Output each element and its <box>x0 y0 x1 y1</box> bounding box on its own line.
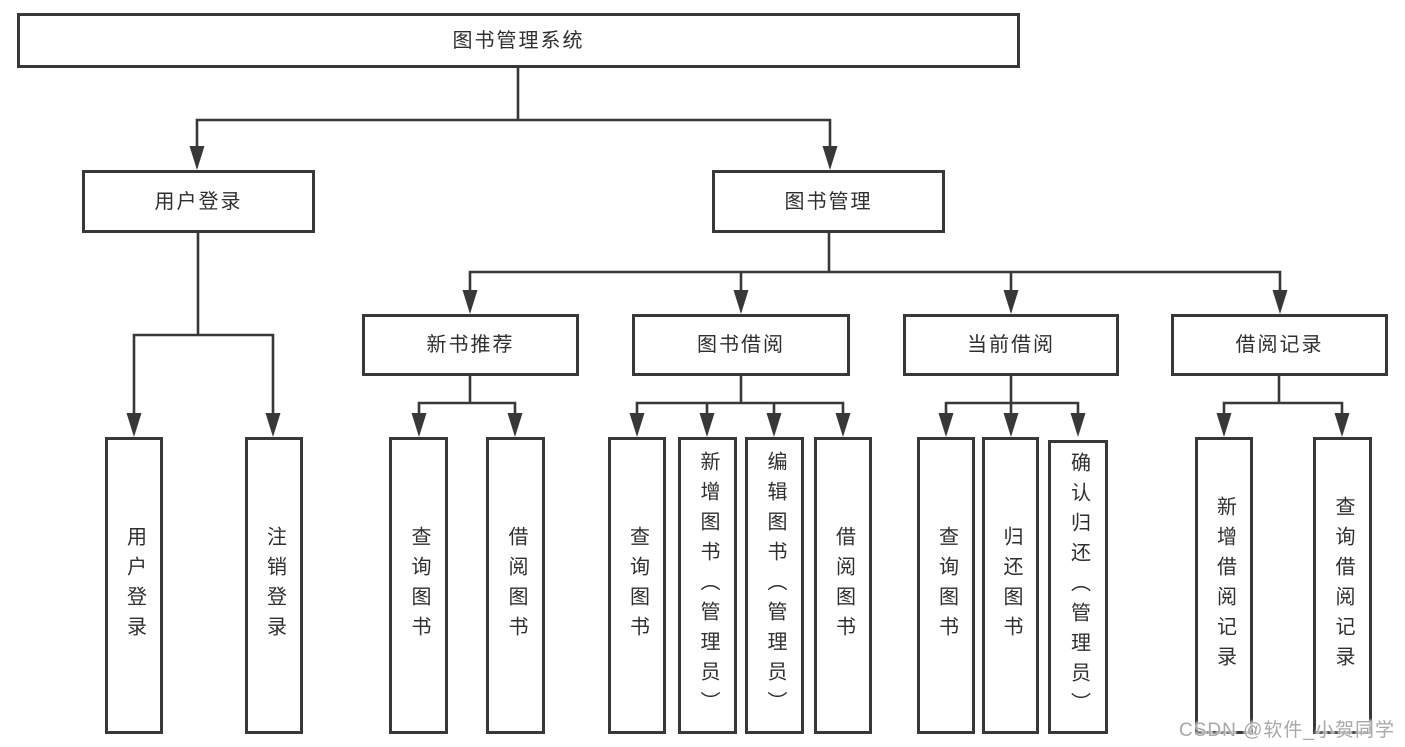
node-root: 图书管理系统 <box>17 13 1020 68</box>
leaf-return-book-label: 归还图书 <box>1000 525 1022 646</box>
leaf-borrow-books-recommend-label: 借阅图书 <box>505 525 527 646</box>
leaf-query-books-recommend: 查询图书 <box>389 437 448 734</box>
node-user-login-label: 用户登录 <box>154 190 243 213</box>
leaf-query-books-borrow-label: 查询图书 <box>626 525 649 646</box>
leaf-add-borrow-record-label: 新增借阅记录 <box>1213 495 1236 676</box>
leaf-borrow-books-borrow: 借阅图书 <box>814 437 872 734</box>
leaf-add-book-admin: 新增图书（管理员） <box>678 437 737 734</box>
node-borrow-records: 借阅记录 <box>1171 314 1388 376</box>
node-new-book-recommend: 新书推荐 <box>362 314 579 376</box>
leaf-query-borrow-record: 查询借阅记录 <box>1313 437 1372 734</box>
leaf-logout: 注销登录 <box>245 437 303 734</box>
leaf-add-book-admin-label: 新增图书（管理员） <box>697 450 719 721</box>
node-borrow-records-label: 借阅记录 <box>1235 334 1324 356</box>
leaf-add-borrow-record: 新增借阅记录 <box>1195 437 1253 734</box>
leaf-user-login: 用户登录 <box>105 437 163 734</box>
node-current-borrow-label: 当前借阅 <box>967 334 1055 356</box>
node-current-borrow: 当前借阅 <box>903 314 1119 376</box>
node-book-management: 图书管理 <box>712 170 945 233</box>
watermark: CSDN @软件_小贺同学 <box>1179 720 1395 741</box>
leaf-query-borrow-record-label: 查询借阅记录 <box>1332 495 1354 676</box>
node-root-label: 图书管理系统 <box>452 29 585 52</box>
leaf-user-login-label: 用户登录 <box>123 525 146 646</box>
leaf-query-books-current-label: 查询图书 <box>935 525 958 646</box>
node-book-management-label: 图书管理 <box>784 190 873 213</box>
leaf-query-books-recommend-label: 查询图书 <box>408 525 430 646</box>
leaf-query-books-borrow: 查询图书 <box>608 437 666 734</box>
leaf-logout-label: 注销登录 <box>263 525 286 646</box>
leaf-borrow-books-borrow-label: 借阅图书 <box>832 525 855 646</box>
leaf-query-books-current: 查询图书 <box>917 437 975 734</box>
node-book-borrow: 图书借阅 <box>632 314 850 376</box>
leaf-borrow-books-recommend: 借阅图书 <box>486 437 545 734</box>
node-new-book-recommend-label: 新书推荐 <box>426 334 515 356</box>
node-user-login: 用户登录 <box>82 170 315 233</box>
node-book-borrow-label: 图书借阅 <box>697 334 785 356</box>
leaf-edit-book-admin: 编辑图书（管理员） <box>745 437 804 734</box>
arrowheads <box>126 146 1350 437</box>
leaf-confirm-return-admin-label: 确认归还（管理员） <box>1067 452 1090 722</box>
leaf-confirm-return-admin: 确认归还（管理员） <box>1048 440 1108 734</box>
leaf-edit-book-admin-label: 编辑图书（管理员） <box>764 450 786 721</box>
leaf-return-book: 归还图书 <box>982 437 1039 734</box>
